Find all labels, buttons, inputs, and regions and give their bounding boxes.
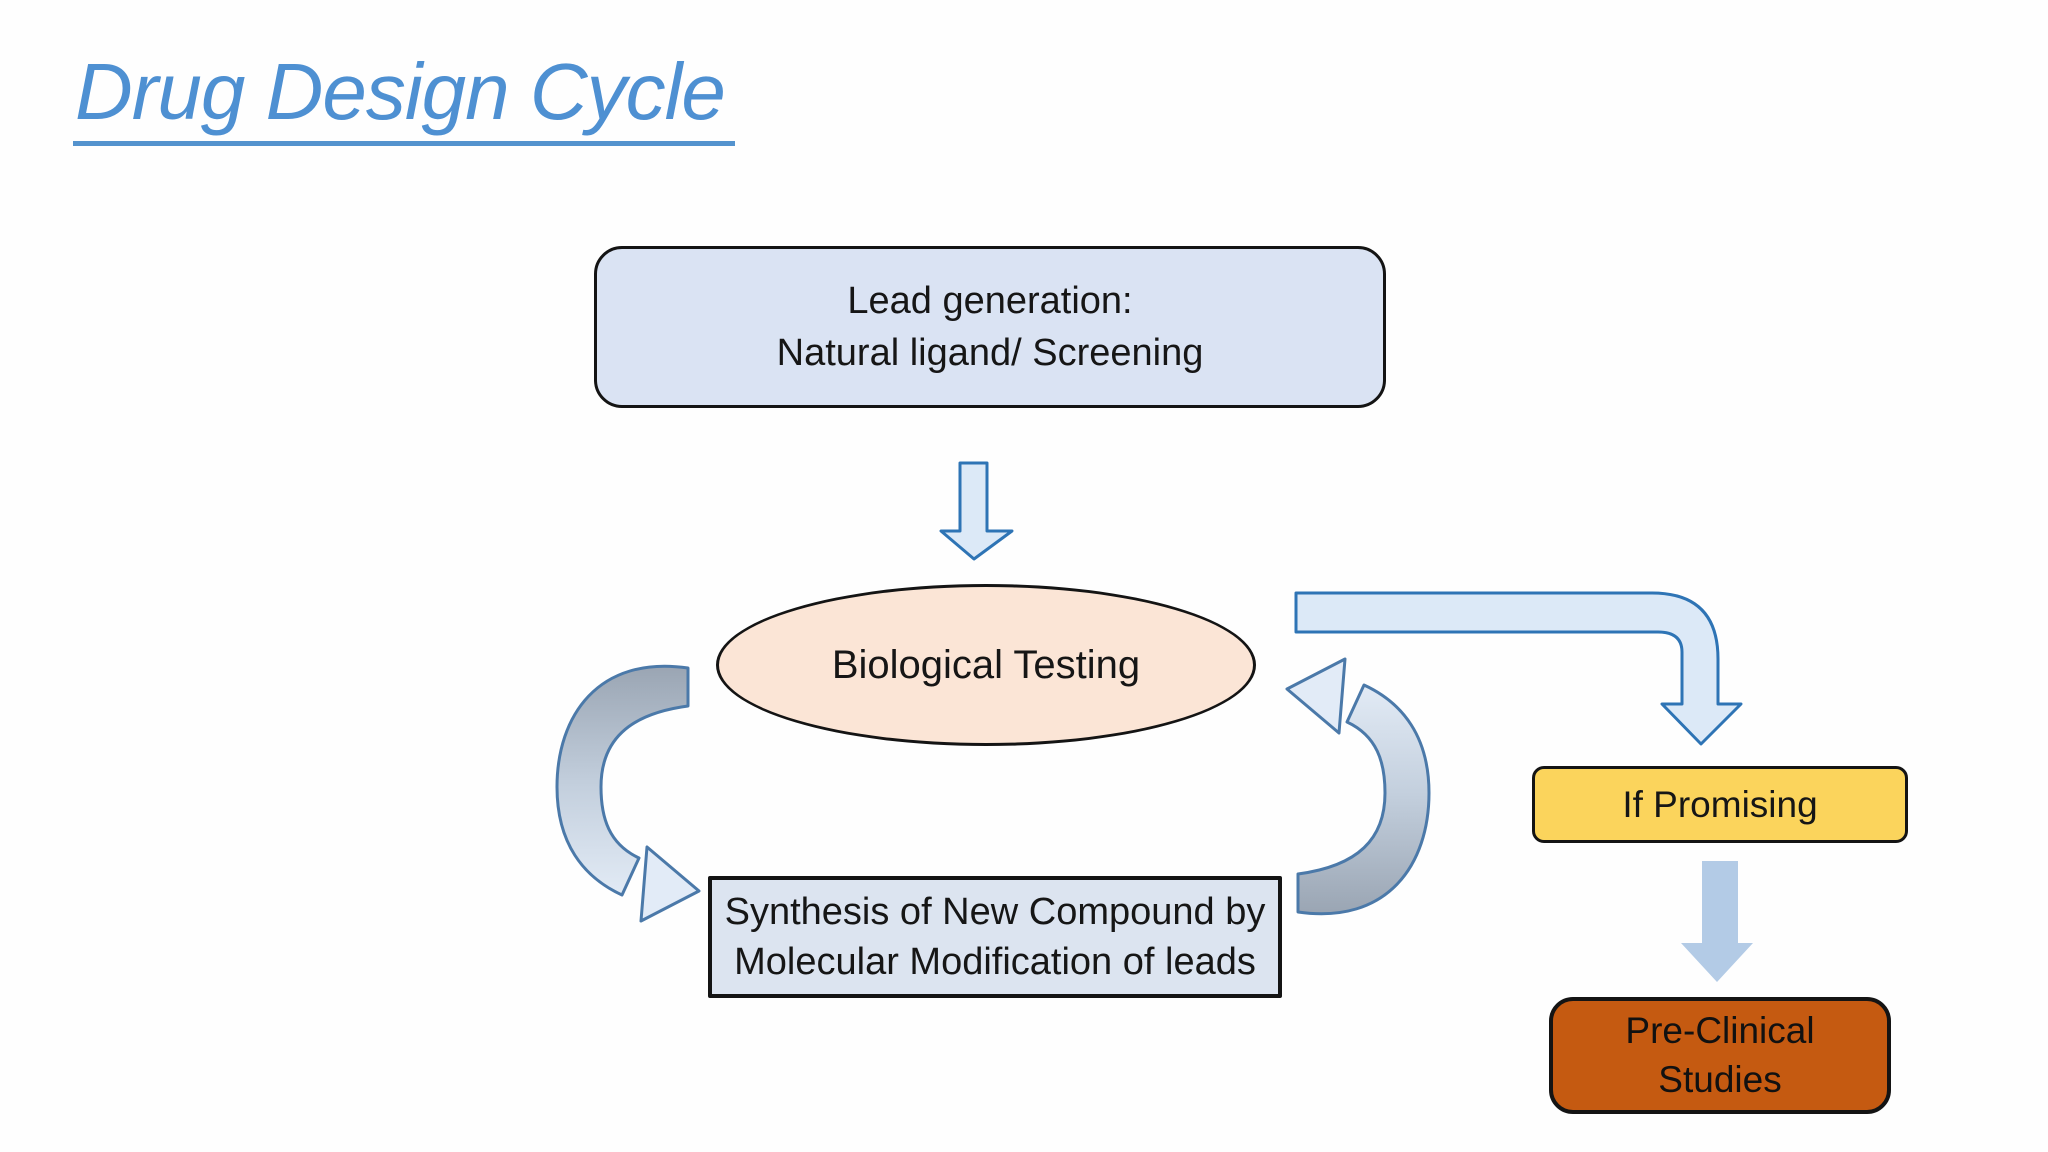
lead-generation-line2: Natural ligand/ Screening [776,332,1204,374]
slide-title: Drug Design Cycle [73,52,735,146]
biological-testing-label: Biological Testing [831,642,1141,687]
arrow-if-promising-to-preclinical-down-arrow-icon [1681,861,1753,982]
arrow-synthesis-to-testing-curved-arrow-icon [1285,657,1431,916]
lead-generation-line1: Lead generation: [847,279,1133,322]
node-biological-testing: Biological Testing [716,584,1256,746]
pre-clinical-line1: Pre-Clinical [1625,1010,1815,1052]
pre-clinical-line2: Studies [1658,1058,1782,1100]
arrow-lead-to-testing-down-arrow-icon [939,461,1014,561]
if-promising-label: If Promising [1622,783,1818,825]
node-synthesis: Synthesis of New Compound by Molecular M… [708,876,1282,998]
arrow-testing-to-synthesis-curved-arrow-icon [555,664,701,923]
arrow-testing-to-if-promising-elbow-arrow-icon [1294,591,1743,746]
node-lead-generation: Lead generation: Natural ligand/ Screeni… [594,246,1386,408]
synthesis-line2: Molecular Modification of leads [734,941,1256,983]
synthesis-line1: Synthesis of New Compound by [724,890,1266,933]
node-if-promising: If Promising [1532,766,1908,843]
node-pre-clinical-studies: Pre-Clinical Studies [1549,997,1891,1114]
